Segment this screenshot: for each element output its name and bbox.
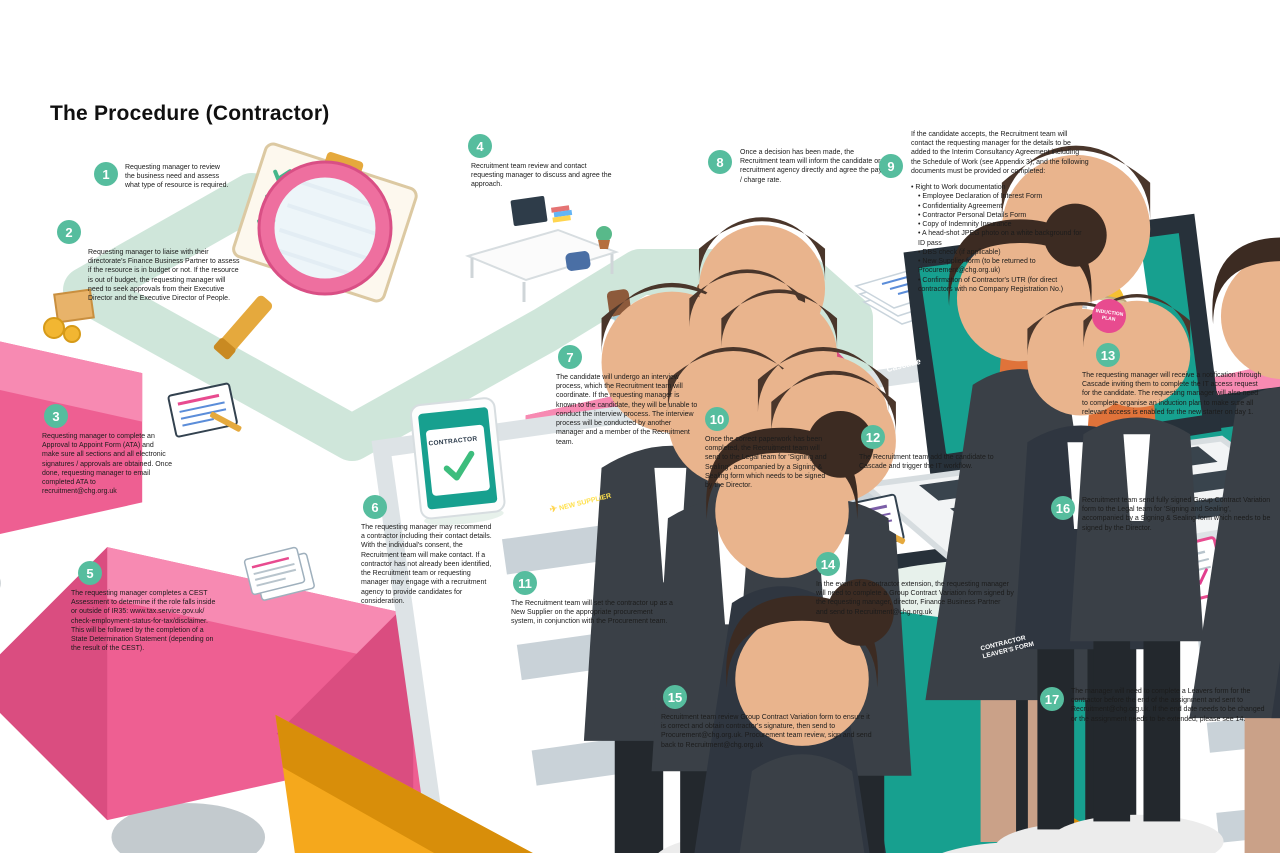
step-10-number: 10 xyxy=(705,407,729,431)
step-15-number: 15 xyxy=(663,685,687,709)
step-16-text: Recruitment team send fully signed Group… xyxy=(1082,497,1271,532)
page-title: The Procedure (Contractor) xyxy=(50,102,330,125)
step-14: 14 In the event of a contractor extensio… xyxy=(816,552,1014,617)
step-5-number: 5 xyxy=(78,561,102,585)
step-8-number: 8 xyxy=(708,150,732,174)
step-3: 3 Requesting manager to complete an Appr… xyxy=(42,404,172,497)
step-9-text: If the candidate accepts, the Recruitmen… xyxy=(911,131,1089,175)
step-4-number: 4 xyxy=(468,134,492,158)
step-11: 11 The Recruitment team will set the con… xyxy=(511,571,675,627)
step-13-number: 13 xyxy=(1096,343,1120,367)
step-16-number: 16 xyxy=(1051,496,1075,520)
step-10-text: Once the correct paperwork has been comp… xyxy=(705,436,827,490)
step-15-text: Recruitment team review Group Contract V… xyxy=(661,714,872,749)
step-6: 6 The requesting manager may recommend a… xyxy=(361,495,495,606)
step-9: 9 If the candidate accepts, the Recruitm… xyxy=(879,130,1089,294)
step-6-number: 6 xyxy=(363,495,387,519)
step-10: 10 Once the correct paperwork has been c… xyxy=(705,407,833,490)
step-11-number: 11 xyxy=(513,571,537,595)
money-boxes xyxy=(43,288,95,343)
step-8: 8 Once a decision has been made, the Rec… xyxy=(708,149,884,185)
step-13-text: The requesting manager will receive a no… xyxy=(1082,372,1262,416)
step-6-text: The requesting manager may recommend a c… xyxy=(361,524,492,605)
step-9-document-list: • Right to Work documentation • Employee… xyxy=(911,184,1082,293)
step-12-text: The Recruitment team add the candidate t… xyxy=(859,454,994,471)
step-5-text: The requesting manager completes a CEST … xyxy=(71,590,216,653)
step-14-text: In the event of a contractor extension, … xyxy=(816,581,1014,616)
step-5: 5 The requesting manager completes a CES… xyxy=(71,561,217,654)
step-13: 13 The requesting manager will receive a… xyxy=(1082,343,1264,417)
step-2-number: 2 xyxy=(57,220,81,244)
step-17-text: The manager will need to complete a Leav… xyxy=(1071,688,1265,723)
cest-documents xyxy=(243,546,315,601)
ata-form-document xyxy=(167,382,242,438)
step-1-text: Requesting manager to review the busines… xyxy=(125,164,229,190)
office-desk xyxy=(464,196,620,302)
step-11-text: The Recruitment team will set the contra… xyxy=(511,600,673,626)
step-12: 12 The Recruitment team add the candidat… xyxy=(859,425,1003,471)
step-1: 1 Requesting manager to review the busin… xyxy=(94,162,231,191)
paper-plane-icon: ✈ xyxy=(548,503,559,515)
step-9-number: 9 xyxy=(879,154,903,178)
step-14-number: 14 xyxy=(816,552,840,576)
step-8-text: Once a decision has been made, the Recru… xyxy=(740,149,883,184)
step-2: 2 Requesting manager to liaise with thei… xyxy=(57,220,240,303)
step-3-number: 3 xyxy=(44,404,68,428)
step-12-number: 12 xyxy=(861,425,885,449)
step-17: 17 The manager will need to complete a L… xyxy=(1040,687,1267,724)
step-4: 4 Recruitment team review and contact re… xyxy=(468,134,615,190)
magnifier-icon xyxy=(213,160,393,360)
step-7-number: 7 xyxy=(558,345,582,369)
step-1-number: 1 xyxy=(94,162,118,186)
step-15: 15 Recruitment team review Group Contrac… xyxy=(661,685,873,750)
step-16: 16 Recruitment team send fully signed Gr… xyxy=(1051,496,1272,533)
step-17-number: 17 xyxy=(1040,687,1064,711)
step-7: 7 The candidate will undergo an intervie… xyxy=(556,345,700,447)
step-2-text: Requesting manager to liaise with their … xyxy=(88,249,240,303)
step-4-text: Recruitment team review and contact requ… xyxy=(471,163,612,189)
contractor-phone xyxy=(409,397,506,526)
step-7-text: The candidate will undergo an interview … xyxy=(556,374,698,446)
step-3-text: Requesting manager to complete an Approv… xyxy=(42,433,172,496)
